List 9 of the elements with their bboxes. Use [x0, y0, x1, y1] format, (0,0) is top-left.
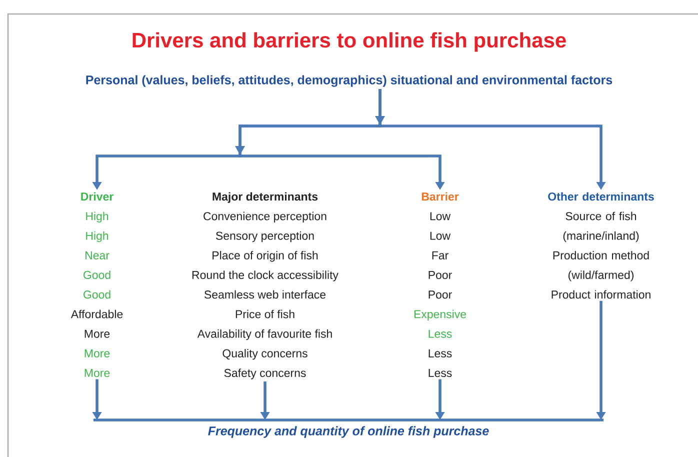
determinant-column: Other determinants Source of fish (marine/inland) Production method (wild/farmed) Product information [548, 192, 654, 299]
outcome-text: Frequency and quantity of online fish purchase [208, 426, 489, 438]
arrowhead [375, 116, 385, 125]
determinant-column: Barrier Low Low Far Poor Poor Expensive Less Less Less [414, 192, 466, 378]
arrowhead [235, 146, 245, 155]
determinant-column: Driver High High Near Good Good Affordable More More More [70, 192, 123, 378]
determinant-column: Major determinants Convenience perception Sensory perception Place of origin of fish Round the clock accessibility Seamless web interface Price of fish Availability of favourite fish Quality concerns Safety concerns [192, 192, 338, 380]
factors-text: Personal (values, beliefs, attitudes, demographics) situational and environmental factors [86, 75, 612, 87]
title: Drivers and barriers to online fish purchase [132, 32, 566, 52]
